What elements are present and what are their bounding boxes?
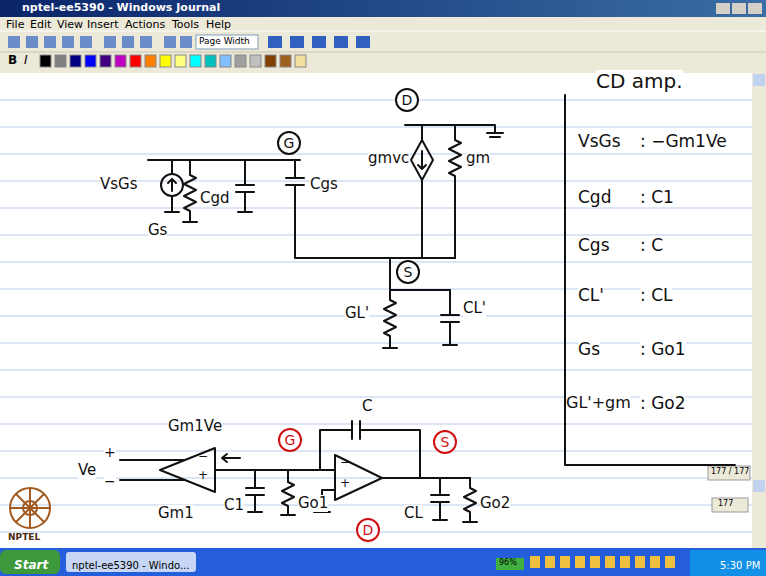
table-title: CD amp.	[596, 70, 683, 92]
source-label: gmvc	[368, 150, 409, 167]
clock: 5:30 PM	[720, 560, 760, 571]
table-cell: Cgd	[578, 188, 611, 207]
format-button: I	[24, 54, 28, 67]
component-label: Cgd	[200, 190, 230, 207]
table-cell: CL'	[578, 286, 604, 305]
table-cell: Gs	[578, 340, 600, 359]
page-number: 177	[718, 500, 733, 509]
menu-item: Actions	[125, 19, 165, 31]
node-circle: D	[356, 518, 380, 542]
node-circle: S	[433, 430, 457, 454]
table-cell: GL'+gm	[566, 394, 631, 412]
page-counter: 177 / 177	[711, 468, 749, 477]
node-letter: S	[441, 435, 450, 449]
table-cell: VsGs	[578, 132, 621, 151]
node-letter: D	[363, 523, 374, 537]
polarity-sign: −	[104, 474, 116, 489]
node-circle: S	[396, 260, 420, 284]
format-button: B	[8, 54, 17, 67]
watermark: NPTEL	[8, 533, 40, 543]
node-letter: S	[404, 265, 413, 279]
component-label: C1	[224, 497, 244, 514]
component-label: Go1	[298, 495, 328, 512]
table-cell: : Go2	[640, 394, 686, 413]
menu-item: Tools	[172, 19, 199, 31]
start-button: Start	[14, 559, 48, 572]
node-circle: G	[278, 428, 302, 452]
table-cell: Cgs	[578, 236, 610, 255]
menu-item: File	[6, 19, 24, 31]
menu-item: View	[57, 19, 83, 31]
polarity-sign: −	[340, 456, 350, 469]
menu-item: Edit	[30, 19, 51, 31]
table-cell: : C1	[640, 188, 674, 207]
node-letter: G	[285, 433, 296, 447]
component-label: C	[362, 398, 372, 415]
component-label: Gs	[148, 222, 167, 239]
component-label: GL'	[345, 305, 369, 322]
menu-item: Insert	[87, 19, 119, 31]
zoom-percent: 96%	[499, 559, 517, 568]
taskbar-item: nptel-ee5390 - Windo...	[72, 560, 189, 571]
node-letter: G	[284, 136, 295, 150]
signal-label: Gm1Ve	[168, 418, 222, 435]
zoom-box: Page Width	[199, 37, 250, 47]
component-label: CL	[404, 505, 423, 522]
polarity-sign: +	[340, 477, 350, 490]
menu-item: Help	[206, 19, 231, 31]
component-label: Gm1	[158, 505, 194, 522]
component-label: gm	[466, 150, 490, 167]
signal-label: Ve	[78, 462, 96, 479]
table-cell: : Go1	[640, 340, 686, 359]
component-label: Cgs	[310, 176, 338, 193]
node-letter: D	[402, 93, 413, 107]
source-label: VsGs	[100, 176, 138, 193]
table-cell: : CL	[640, 286, 672, 305]
polarity-sign: −	[198, 450, 208, 463]
component-label: Go2	[480, 495, 510, 512]
table-cell: : −Gm1Ve	[640, 132, 727, 151]
window-title: nptel-ee5390 - Windows Journal	[22, 2, 220, 14]
table-cell: : C	[640, 236, 663, 255]
polarity-sign: +	[104, 445, 116, 460]
component-label: CL'	[463, 300, 486, 317]
polarity-sign: +	[198, 469, 208, 482]
node-circle: G	[277, 131, 301, 155]
node-circle: D	[395, 88, 419, 112]
